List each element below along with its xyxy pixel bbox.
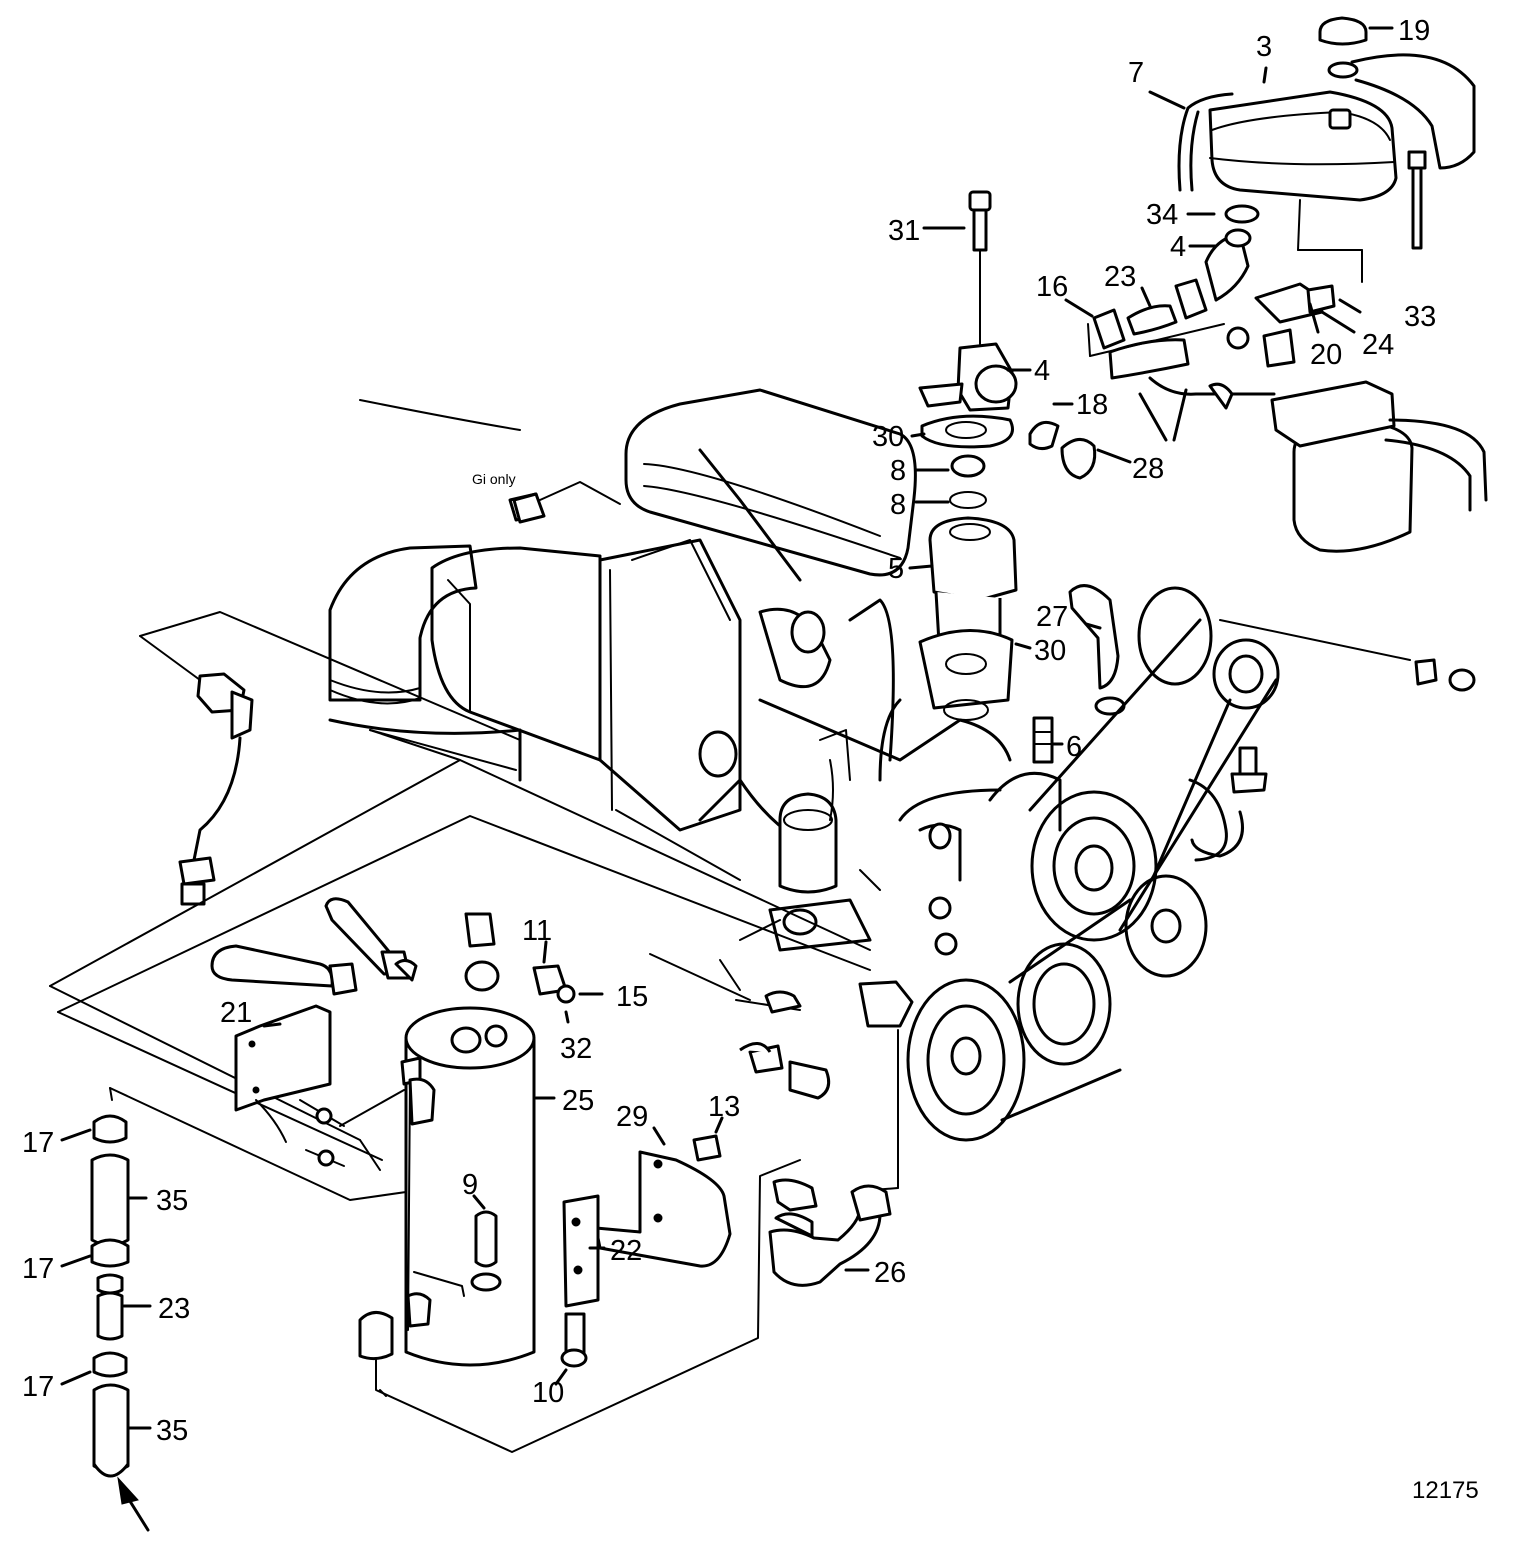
- heat-exchanger-right: [1138, 199, 1488, 553]
- callout-3: 3: [1256, 31, 1272, 63]
- callout-19: 19: [1398, 15, 1430, 47]
- assembly-guide-lines: [49, 729, 899, 1453]
- bracket-29-22: [560, 1134, 892, 1368]
- engine-block: [328, 388, 1012, 854]
- inlet-pipe-stack: [90, 1114, 130, 1478]
- callout-leader-lines: [60, 26, 1394, 1430]
- callout-4-upper: 4: [1170, 231, 1186, 263]
- sea-water-strainer: [339, 1006, 536, 1367]
- callout-35-top: 35: [156, 1185, 188, 1217]
- gi-only-sensor: Gi only: [472, 471, 546, 524]
- callout-17-mid: 17: [22, 1253, 54, 1285]
- callout-32: 32: [560, 1033, 592, 1065]
- callout-labels: 19 3 7 31 34 4 16 23 33 24 20 4 18 30 28…: [22, 15, 1436, 1447]
- callout-17-top: 17: [22, 1127, 54, 1159]
- callout-8-upper: 8: [890, 455, 906, 487]
- raw-water-hoses: [210, 897, 831, 1100]
- callout-13: 13: [708, 1091, 740, 1123]
- callout-9: 9: [462, 1169, 478, 1201]
- callout-34: 34: [1146, 199, 1178, 231]
- callout-16: 16: [1036, 271, 1068, 303]
- callout-15: 15: [616, 981, 648, 1013]
- callout-27: 27: [1036, 601, 1068, 633]
- callout-11: 11: [522, 915, 552, 947]
- bypass-pipe-assembly: [1087, 204, 1336, 380]
- callout-31: 31: [888, 215, 920, 247]
- callout-23-upper: 23: [1104, 261, 1136, 293]
- thermostat-housing-assembly: [918, 190, 1126, 764]
- callout-26: 26: [874, 1257, 906, 1289]
- callout-23-lower: 23: [158, 1293, 190, 1325]
- callout-18: 18: [1076, 389, 1108, 421]
- callout-10: 10: [532, 1377, 564, 1409]
- callout-7: 7: [1128, 57, 1144, 89]
- callout-30-upper: 30: [872, 421, 904, 453]
- callout-5: 5: [888, 553, 904, 585]
- figure-number: 12175: [1412, 1477, 1479, 1504]
- callout-33: 33: [1404, 301, 1436, 333]
- callout-6: 6: [1066, 731, 1082, 763]
- callout-8-lower: 8: [890, 489, 906, 521]
- expansion-tank-assembly: [1177, 16, 1476, 250]
- water-inlet-arrow: [117, 1476, 150, 1532]
- pulley-belt-drive: [906, 586, 1476, 1142]
- callout-25: 25: [562, 1085, 594, 1117]
- callout-20: 20: [1310, 339, 1342, 371]
- bracket-21: [234, 1004, 345, 1167]
- callout-24: 24: [1362, 329, 1394, 361]
- callout-29: 29: [616, 1101, 648, 1133]
- callout-28: 28: [1132, 453, 1164, 485]
- callout-30-lower: 30: [1034, 635, 1066, 667]
- callout-35-bottom: 35: [156, 1415, 188, 1447]
- callout-21: 21: [220, 997, 252, 1029]
- gi-only-note: Gi only: [472, 471, 516, 487]
- callout-4-lower: 4: [1034, 355, 1050, 387]
- callout-17-bottom: 17: [22, 1371, 54, 1403]
- raw-water-pump: [768, 729, 962, 1028]
- callout-22: 22: [610, 1235, 642, 1267]
